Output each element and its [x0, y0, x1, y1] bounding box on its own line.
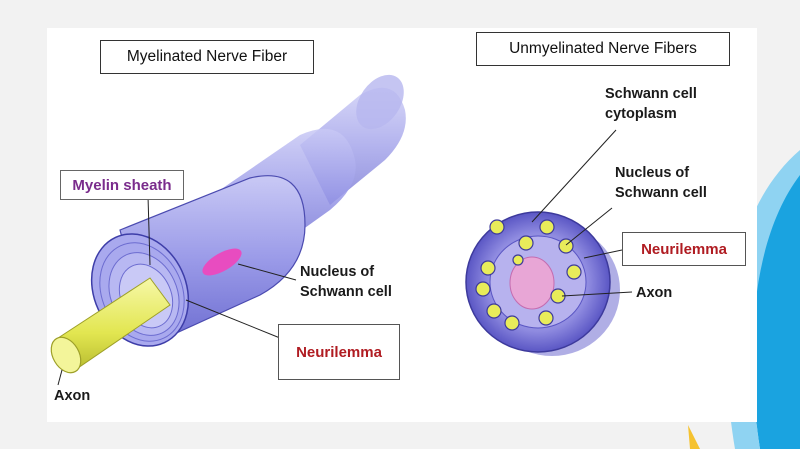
label-myelin-sheath-text: Myelin sheath [72, 176, 172, 194]
myelinated-fiber [50, 74, 406, 386]
label-nucleus-right-line2: Schwann cell [615, 185, 707, 201]
axon-dot [518, 235, 534, 251]
axon-dot [539, 219, 555, 235]
label-nucleus-left-line1: Nucleus of [300, 264, 375, 280]
title-myelinated: Myelinated Nerve Fiber [100, 40, 314, 74]
axon-dot [486, 303, 502, 319]
leader-myelin [147, 195, 151, 266]
axon-dot [538, 310, 554, 326]
leader-cytoplasm [531, 129, 617, 223]
axon-end [50, 336, 82, 374]
label-neurilemma-left: Neurilemma [278, 324, 400, 380]
leader-axon-right [561, 291, 633, 297]
schwann-nucleus-center [509, 256, 555, 310]
axon-dots [475, 219, 582, 331]
axon-dot [480, 260, 496, 276]
label-nucleus-right: Nucleus of Schwann cell [615, 163, 707, 203]
label-cytoplasm-line2: cytoplasm [605, 106, 677, 122]
axon-dot [512, 254, 524, 266]
label-axon-left: Axon [54, 388, 91, 404]
label-cytoplasm-line1: Schwann cell [605, 86, 697, 102]
schwann-nucleus [202, 248, 242, 276]
label-neurilemma-left-text: Neurilemma [296, 343, 382, 361]
blue-corner-wave [752, 170, 800, 449]
label-neurilemma-right-text: Neurilemma [641, 240, 727, 258]
label-nucleus-right-line1: Nucleus of [615, 165, 690, 181]
leader-neurilemma-right [583, 249, 623, 259]
label-nucleus-left-line2: Schwann cell [300, 284, 392, 300]
unmyelinated-fiber [465, 129, 633, 356]
title-unmyelinated: Unmyelinated Nerve Fibers [476, 32, 730, 66]
label-neurilemma-right: Neurilemma [622, 232, 746, 266]
label-nucleus-left: Nucleus of Schwann cell [300, 262, 392, 302]
axon-dot [475, 281, 491, 297]
leader-axon [57, 369, 63, 386]
leader-nucleus [237, 263, 297, 281]
label-myelin-sheath: Myelin sheath [60, 170, 184, 200]
label-axon-right: Axon [636, 285, 673, 301]
title-myelinated-text: Myelinated Nerve Fiber [126, 48, 288, 65]
axon-dot [489, 219, 505, 235]
myelin-segment-far-end [356, 74, 404, 130]
leader-neurilemma [185, 299, 281, 339]
axon-dot [504, 315, 520, 331]
axon-dot [566, 264, 582, 280]
yellow-accent [688, 425, 700, 449]
label-cytoplasm: Schwann cell cytoplasm [605, 84, 697, 124]
title-unmyelinated-text: Unmyelinated Nerve Fibers [509, 40, 697, 57]
leader-nucleus-right [565, 207, 613, 246]
